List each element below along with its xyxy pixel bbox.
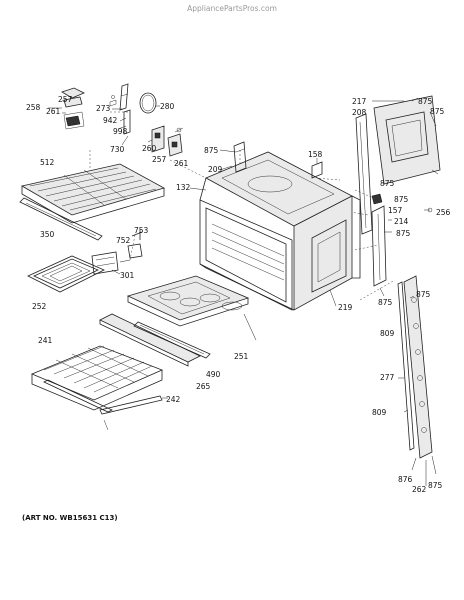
callout-158: 158 bbox=[308, 150, 323, 159]
callout-219: 219 bbox=[338, 303, 353, 312]
part-252-broil-element bbox=[27, 255, 105, 293]
part-350-support-rail bbox=[19, 197, 103, 241]
callout-132: 132 bbox=[176, 183, 191, 192]
part-208-door-frame bbox=[355, 113, 373, 235]
part-280-cord bbox=[139, 92, 160, 114]
callout-214: 214 bbox=[394, 217, 409, 226]
callout-157: 157 bbox=[388, 206, 403, 215]
part-277-side-trim bbox=[397, 275, 437, 486]
callout-242: 242 bbox=[166, 395, 181, 404]
callout-875f: 875 bbox=[396, 229, 411, 238]
callout-875b: 875 bbox=[418, 97, 433, 106]
part-265-trim-panel bbox=[99, 313, 201, 367]
part-490-vent-strip bbox=[133, 321, 211, 359]
callout-809b: 809 bbox=[372, 408, 387, 417]
part-217-door-panel bbox=[373, 95, 441, 185]
callout-512: 512 bbox=[40, 158, 55, 167]
callout-280: 280 bbox=[160, 102, 175, 111]
art-number: (ART NO. WB15631 C13) bbox=[22, 514, 118, 522]
callout-490: 490 bbox=[206, 370, 221, 379]
part-158-sensor bbox=[311, 158, 323, 179]
callout-301: 301 bbox=[120, 271, 135, 280]
callout-875h: 875 bbox=[378, 298, 393, 307]
callout-217: 217 bbox=[352, 97, 367, 106]
callout-261a: 261 bbox=[46, 107, 61, 116]
callout-262: 262 bbox=[412, 485, 427, 494]
callout-875i: 875 bbox=[428, 481, 443, 490]
callout-998: 998 bbox=[113, 127, 128, 136]
part-242-slide-rails bbox=[43, 379, 168, 431]
callout-260: 260 bbox=[142, 144, 157, 153]
callout-876: 876 bbox=[398, 475, 413, 484]
callout-942: 942 bbox=[103, 116, 118, 125]
callout-350: 350 bbox=[40, 230, 55, 239]
callout-241: 241 bbox=[38, 336, 53, 345]
callout-252: 252 bbox=[32, 302, 47, 311]
callout-273: 273 bbox=[96, 104, 111, 113]
callout-730: 730 bbox=[110, 145, 125, 154]
callout-875c: 875 bbox=[430, 107, 445, 116]
callout-752: 752 bbox=[116, 236, 131, 245]
callout-277: 277 bbox=[380, 373, 395, 382]
right-leader-lines bbox=[372, 97, 439, 299]
part-251-bake-element bbox=[126, 275, 257, 341]
callout-875e: 875 bbox=[394, 195, 409, 204]
callout-258: 258 bbox=[26, 103, 41, 112]
part-214-hinge-strip bbox=[371, 193, 433, 287]
callout-875a: 875 bbox=[204, 146, 219, 155]
part-oven-cavity-main bbox=[189, 149, 361, 311]
callout-809a: 809 bbox=[380, 329, 395, 338]
callout-265: 265 bbox=[196, 382, 211, 391]
callout-256: 256 bbox=[436, 208, 451, 217]
part-group-control-hardware bbox=[48, 83, 131, 146]
callout-257a: 257 bbox=[58, 95, 73, 104]
callout-209: 209 bbox=[208, 165, 223, 174]
callout-251: 251 bbox=[234, 352, 249, 361]
part-209-bracket bbox=[233, 141, 247, 173]
part-group-switch-bracket bbox=[147, 125, 184, 157]
callout-257b: 257 bbox=[152, 155, 167, 164]
callout-208: 208 bbox=[352, 108, 367, 117]
callout-labels: 257 258 261 273 942 998 730 280 260 257 … bbox=[26, 95, 451, 494]
callout-875d: 875 bbox=[380, 179, 395, 188]
part-512-oven-top-cover bbox=[20, 163, 166, 224]
watermark: AppliancePartsPros.com bbox=[187, 4, 277, 13]
part-241-oven-rack bbox=[30, 345, 164, 411]
callout-753: 753 bbox=[134, 226, 149, 235]
callout-875g: 875 bbox=[416, 290, 431, 299]
callout-261b: 261 bbox=[174, 159, 189, 168]
